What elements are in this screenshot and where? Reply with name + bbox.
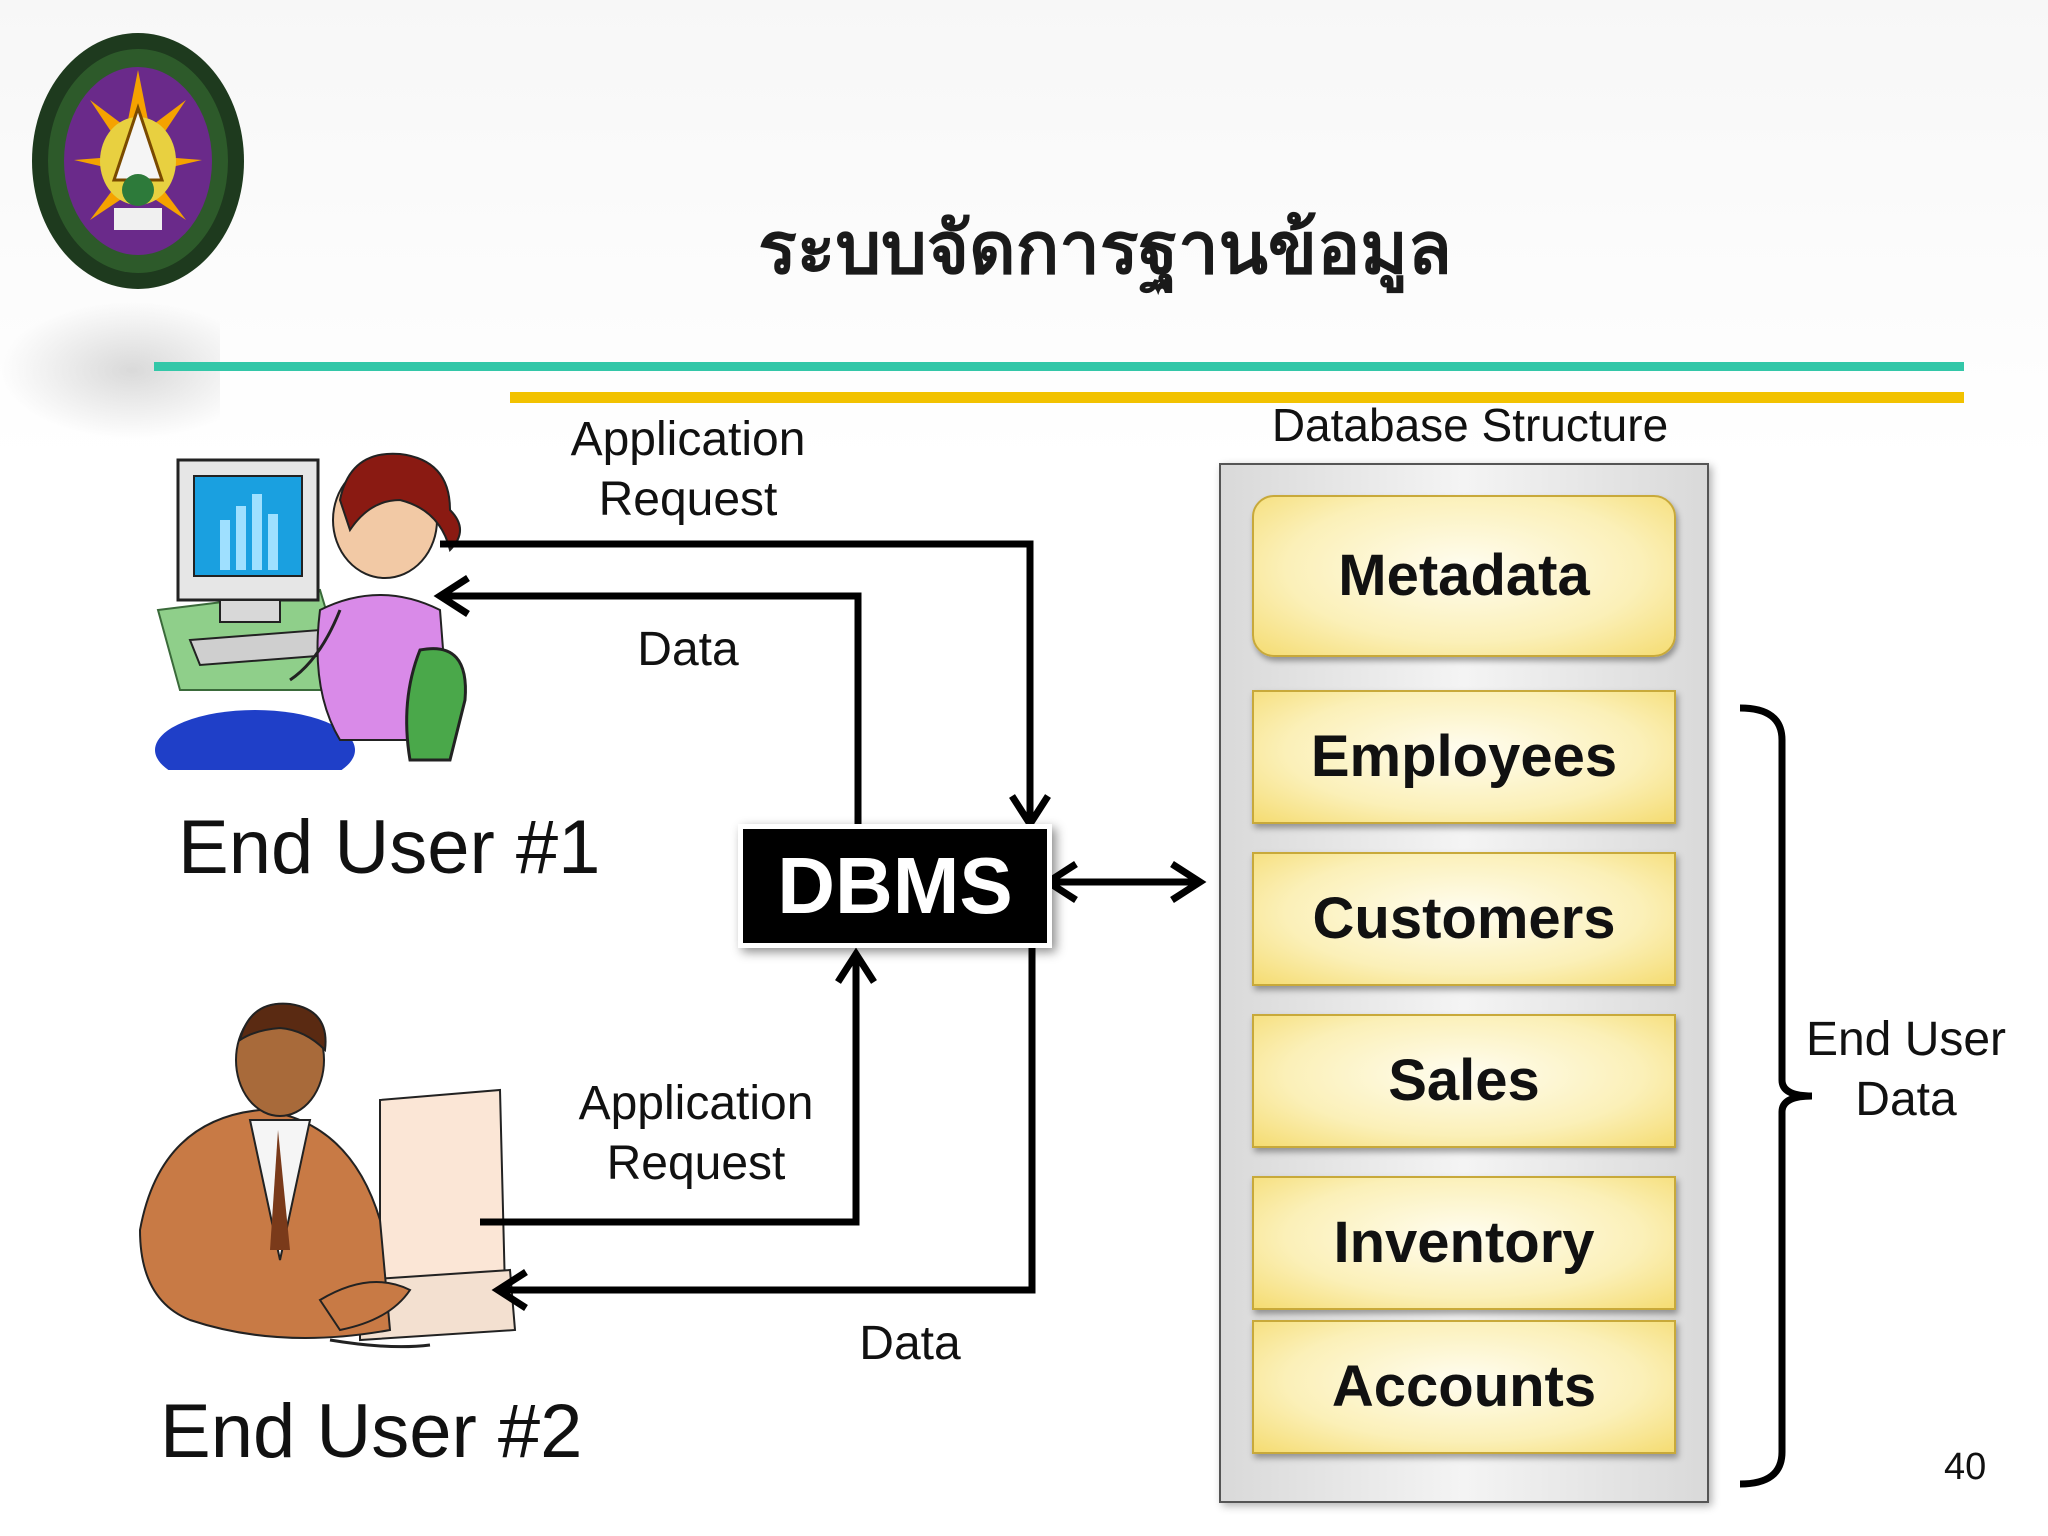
user1-request-line bbox=[440, 540, 1034, 820]
dbms-db-right-arrowhead bbox=[1170, 861, 1207, 903]
user2-data-line bbox=[500, 942, 1036, 1294]
gold-divider bbox=[510, 392, 1964, 403]
db-item-metadata: Metadata bbox=[1252, 495, 1676, 657]
user1-request-label: Application Request bbox=[528, 410, 848, 530]
db-item-accounts: Accounts bbox=[1252, 1320, 1676, 1454]
db-item-customers: Customers bbox=[1252, 852, 1676, 986]
db-item-employees: Employees bbox=[1252, 690, 1676, 824]
page-number: 40 bbox=[1944, 1446, 1987, 1488]
user1-data-line bbox=[444, 592, 862, 824]
end-user-1-label: End User #1 bbox=[178, 805, 601, 890]
user2-request-line bbox=[480, 956, 860, 1226]
end-user-data-label-line2: Data bbox=[1855, 1073, 1957, 1126]
end-user-2-label: End User #2 bbox=[160, 1389, 583, 1474]
teal-divider bbox=[154, 362, 1964, 371]
db-item-inventory: Inventory bbox=[1252, 1176, 1676, 1310]
woman-at-computer-clipart bbox=[155, 452, 467, 770]
man-at-computer-clipart bbox=[138, 1002, 517, 1349]
end-user-data-label: End User Data bbox=[1796, 1010, 2016, 1130]
user1-request-label-line2: Request bbox=[598, 473, 778, 526]
user1-data-arrowhead bbox=[433, 575, 470, 617]
university-seal-logo bbox=[32, 33, 244, 289]
user1-data-label: Data bbox=[637, 623, 739, 676]
end-user-data-brace bbox=[1739, 704, 1813, 1488]
database-structure-title: Database Structure bbox=[1271, 399, 1669, 451]
db-item-sales: Sales bbox=[1252, 1014, 1676, 1148]
user1-request-label-line1: Application bbox=[570, 413, 806, 466]
user2-request-label-line2: Request bbox=[606, 1137, 786, 1190]
user2-data-label: Data bbox=[859, 1317, 961, 1370]
dbms-box: DBMS bbox=[738, 824, 1052, 948]
user2-request-label-line1: Application bbox=[578, 1077, 814, 1130]
user2-request-label: Application Request bbox=[536, 1074, 856, 1194]
end-user-data-label-line1: End User bbox=[1805, 1013, 2007, 1066]
slide-title: ระบบจัดการฐานข้อมูล bbox=[758, 206, 1452, 290]
user2-request-arrowhead bbox=[835, 947, 877, 984]
user2-data-arrowhead bbox=[491, 1269, 528, 1311]
